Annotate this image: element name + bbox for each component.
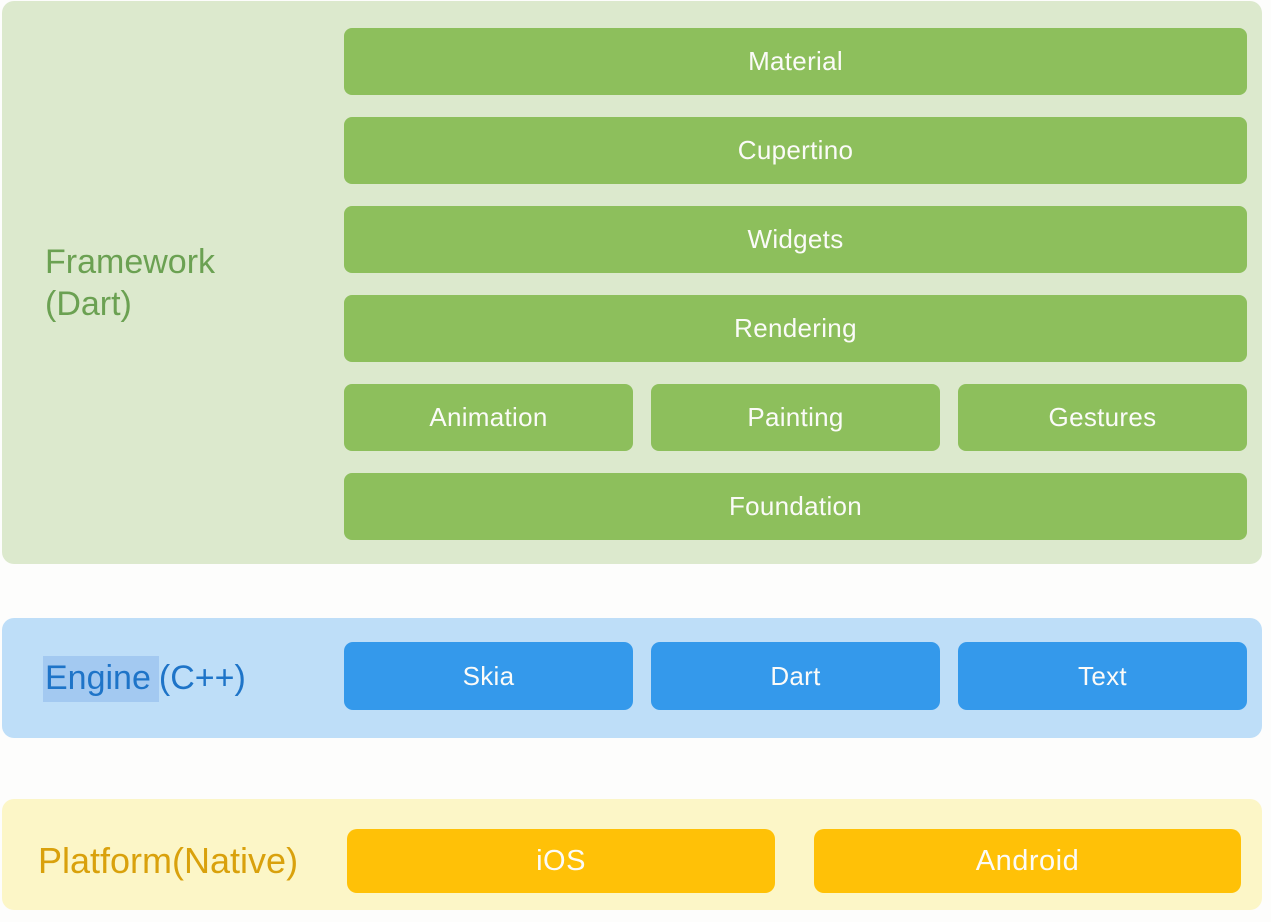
engine-bars: Skia Dart Text	[344, 642, 1247, 710]
box-gestures: Gestures	[958, 384, 1247, 451]
platform-bars: iOS Android	[347, 829, 1241, 893]
platform-label: Platform(Native)	[38, 839, 299, 881]
engine-label: Engine(C++)	[43, 656, 246, 702]
box-animation: Animation	[344, 384, 633, 451]
box-foundation: Foundation	[344, 473, 1247, 540]
box-ios: iOS	[347, 829, 775, 893]
box-dart: Dart	[651, 642, 940, 710]
engine-label-selection: Engine	[43, 656, 159, 702]
box-widgets: Widgets	[344, 206, 1247, 273]
engine-bar-row: Skia Dart Text	[344, 642, 1247, 710]
box-text: Text	[958, 642, 1247, 710]
box-skia: Skia	[344, 642, 633, 710]
box-material: Material	[344, 28, 1247, 95]
framework-layer: Framework (Dart) Material Cupertino Widg…	[2, 1, 1262, 564]
platform-layer: Platform(Native) iOS Android	[2, 799, 1262, 910]
box-android: Android	[814, 829, 1241, 893]
framework-label: Framework (Dart)	[45, 242, 216, 323]
box-rendering: Rendering	[344, 295, 1247, 362]
framework-bars: Material Cupertino Widgets Rendering Ani…	[344, 28, 1247, 562]
engine-label-rest: (C++)	[158, 659, 246, 697]
framework-bar-row: Animation Painting Gestures	[344, 384, 1247, 451]
engine-layer: Engine(C++) Skia Dart Text	[2, 618, 1262, 738]
box-cupertino: Cupertino	[344, 117, 1247, 184]
box-painting: Painting	[651, 384, 940, 451]
